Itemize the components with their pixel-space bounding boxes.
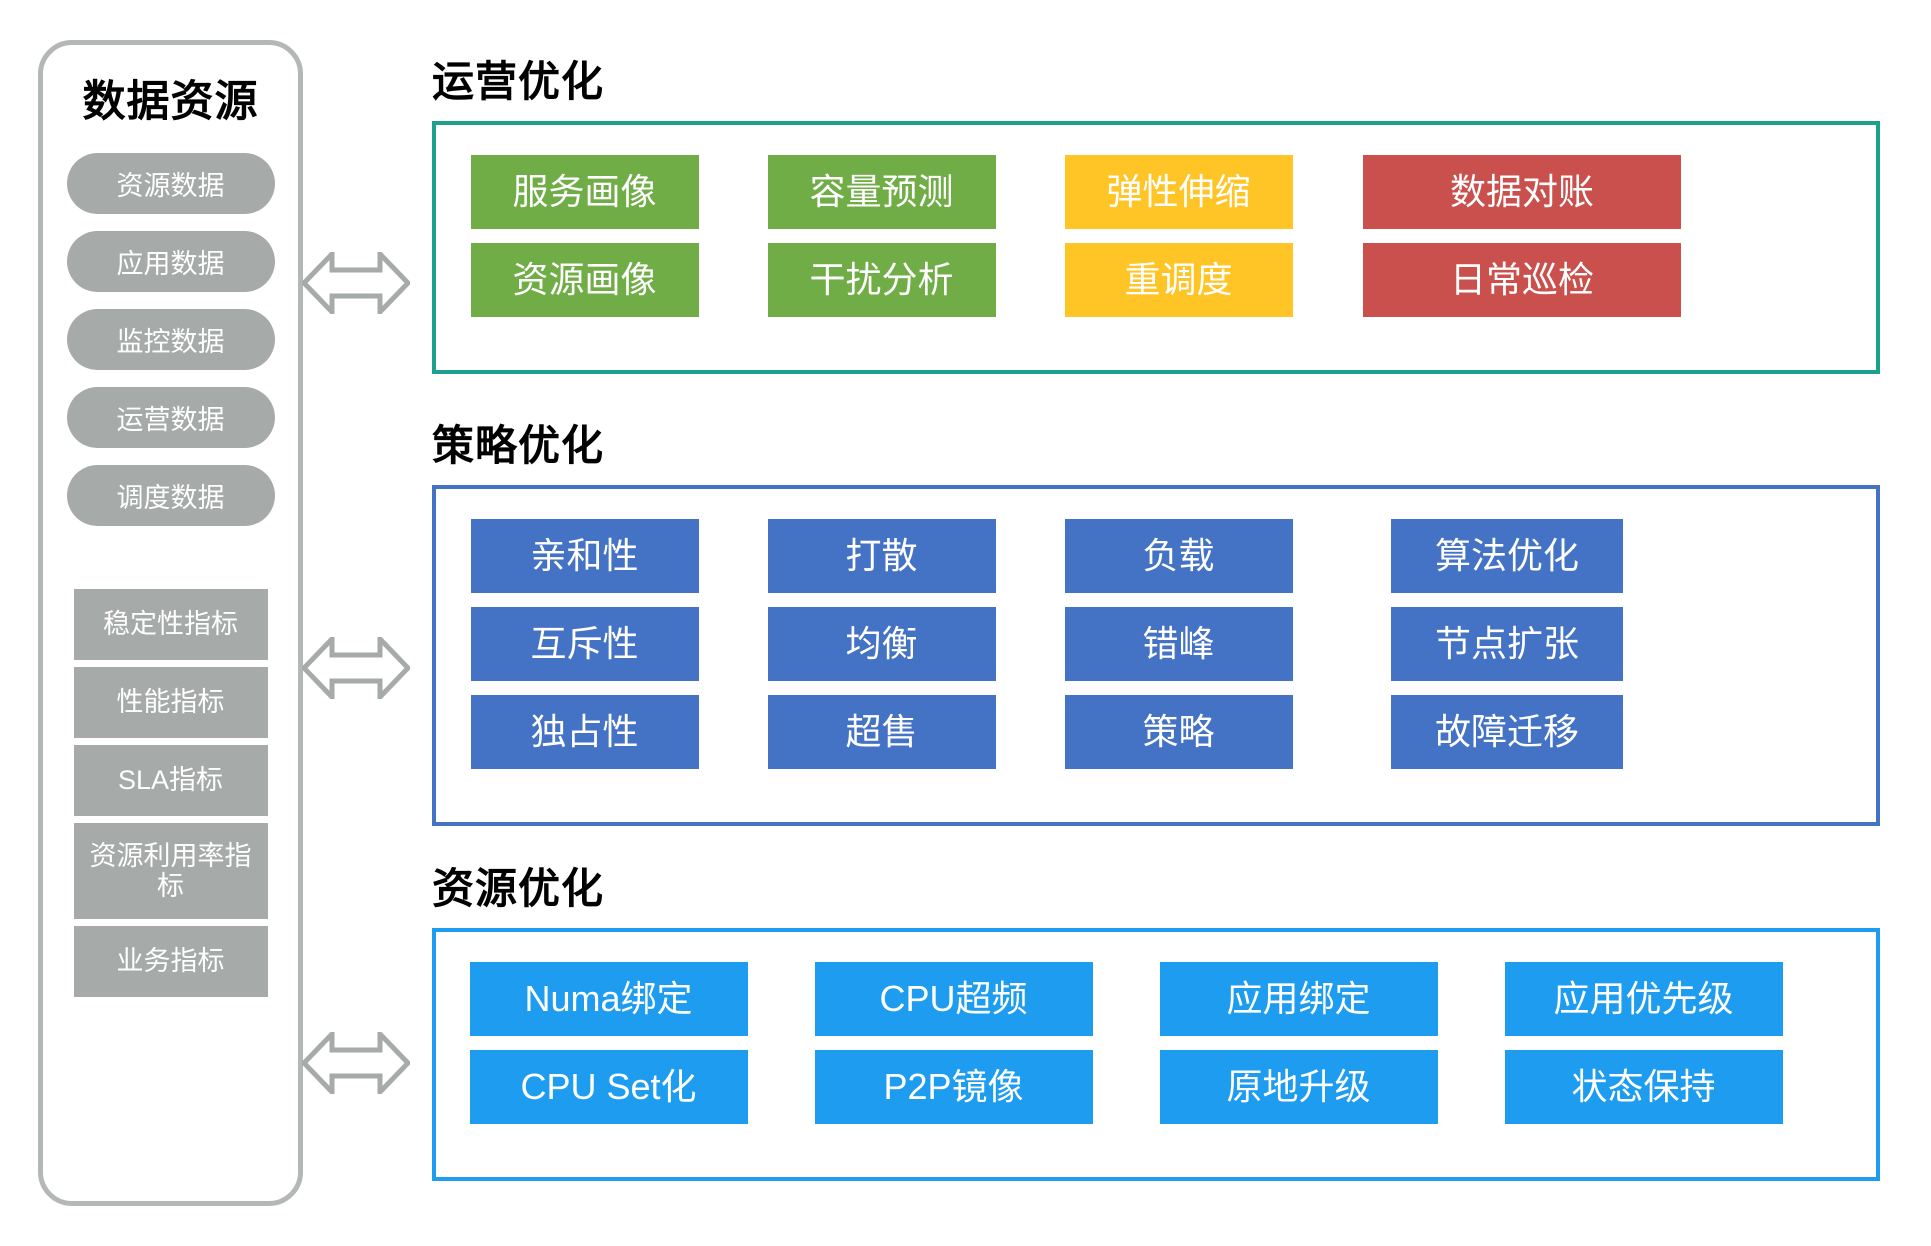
data-pill-scheduling[interactable]: 调度数据 [66,465,275,526]
arrow-policy-icon [302,637,410,699]
data-pill-monitoring[interactable]: 监控数据 [66,309,275,370]
chip-daily-inspection[interactable]: 日常巡检 [1363,243,1681,317]
data-pill-resource[interactable]: 资源数据 [66,153,275,214]
chip-capacity-forecast[interactable]: 容量预测 [767,155,996,229]
chip-exclusivity[interactable]: 独占性 [470,695,699,769]
chip-oversell[interactable]: 超售 [767,695,996,769]
chip-anti-affinity[interactable]: 互斥性 [470,607,699,681]
metric-block-group: 稳定性指标 性能指标 SLA指标 资源利用率指标 业务指标 [43,589,298,997]
column-ops-2: 容量预测 干扰分析 [733,155,1030,317]
data-pill-group: 资源数据 应用数据 监控数据 运营数据 调度数据 [43,153,298,526]
metric-stability[interactable]: 稳定性指标 [73,589,268,660]
arrow-resource-icon [302,1032,410,1094]
chip-balance[interactable]: 均衡 [767,607,996,681]
section-title-policy: 策略优化 [432,422,605,469]
page-title: 数据资源 [82,78,259,126]
column-policy-1: 亲和性 互斥性 独占性 [436,519,733,769]
data-pill-application[interactable]: 应用数据 [66,231,275,292]
chip-peak-shifting[interactable]: 错峰 [1064,607,1293,681]
chip-application-priority[interactable]: 应用优先级 [1504,962,1783,1036]
column-res-2: CPU超频 P2P镜像 [781,962,1126,1124]
chip-data-reconciliation[interactable]: 数据对账 [1363,155,1681,229]
chip-affinity[interactable]: 亲和性 [470,519,699,593]
metric-resource-utilization[interactable]: 资源利用率指标 [73,823,268,919]
column-policy-4: 算法优化 节点扩张 故障迁移 [1327,519,1687,769]
arrow-ops-icon [302,252,410,314]
column-res-4: 应用优先级 状态保持 [1471,962,1816,1124]
chip-application-binding[interactable]: 应用绑定 [1159,962,1438,1036]
chip-p2p-image[interactable]: P2P镜像 [814,1050,1093,1124]
chip-node-expansion[interactable]: 节点扩张 [1391,607,1623,681]
chip-interference-analysis[interactable]: 干扰分析 [767,243,996,317]
chip-cpu-overclocking[interactable]: CPU超频 [814,962,1093,1036]
column-ops-4: 数据对账 日常巡检 [1327,155,1717,317]
section-policy-optimization: 策略优化 亲和性 互斥性 独占性 打散 均衡 超售 负载 错峰 策略 算法优化 … [432,412,1880,826]
column-res-1: Numa绑定 CPU Set化 [436,962,781,1124]
column-policy-3: 负载 错峰 策略 [1030,519,1327,769]
chip-resource-profile[interactable]: 资源画像 [470,243,699,317]
section-box-policy: 亲和性 互斥性 独占性 打散 均衡 超售 负载 错峰 策略 算法优化 节点扩张 … [432,485,1880,826]
data-pill-operations[interactable]: 运营数据 [66,387,275,448]
chip-strategy[interactable]: 策略 [1064,695,1293,769]
chip-numa-binding[interactable]: Numa绑定 [469,962,748,1036]
chip-spread[interactable]: 打散 [767,519,996,593]
metric-performance[interactable]: 性能指标 [73,667,268,738]
metric-business[interactable]: 业务指标 [73,926,268,997]
section-resource-optimization: 资源优化 Numa绑定 CPU Set化 CPU超频 P2P镜像 应用绑定 原地… [432,855,1880,1181]
chip-elastic-scaling[interactable]: 弹性伸缩 [1064,155,1293,229]
column-policy-2: 打散 均衡 超售 [733,519,1030,769]
column-ops-1: 服务画像 资源画像 [436,155,733,317]
section-title-operations: 运营优化 [432,58,605,105]
chip-fault-migration[interactable]: 故障迁移 [1391,695,1623,769]
column-res-3: 应用绑定 原地升级 [1126,962,1471,1124]
data-resource-panel: 数据资源 资源数据 应用数据 监控数据 运营数据 调度数据 稳定性指标 性能指标… [38,40,303,1206]
chip-in-place-upgrade[interactable]: 原地升级 [1159,1050,1438,1124]
chip-state-retention[interactable]: 状态保持 [1504,1050,1783,1124]
chip-rescheduling[interactable]: 重调度 [1064,243,1293,317]
section-box-operations: 服务画像 资源画像 容量预测 干扰分析 弹性伸缩 重调度 数据对账 日常巡检 [432,121,1880,374]
metric-sla[interactable]: SLA指标 [73,745,268,816]
chip-service-profile[interactable]: 服务画像 [470,155,699,229]
section-operations-optimization: 运营优化 服务画像 资源画像 容量预测 干扰分析 弹性伸缩 重调度 数据对账 日… [432,48,1880,374]
chip-algorithm-optimization[interactable]: 算法优化 [1391,519,1623,593]
section-box-resource: Numa绑定 CPU Set化 CPU超频 P2P镜像 应用绑定 原地升级 应用… [432,928,1880,1181]
section-title-resource: 资源优化 [432,865,605,912]
chip-cpu-set[interactable]: CPU Set化 [469,1050,748,1124]
column-ops-3: 弹性伸缩 重调度 [1030,155,1327,317]
chip-load[interactable]: 负载 [1064,519,1293,593]
